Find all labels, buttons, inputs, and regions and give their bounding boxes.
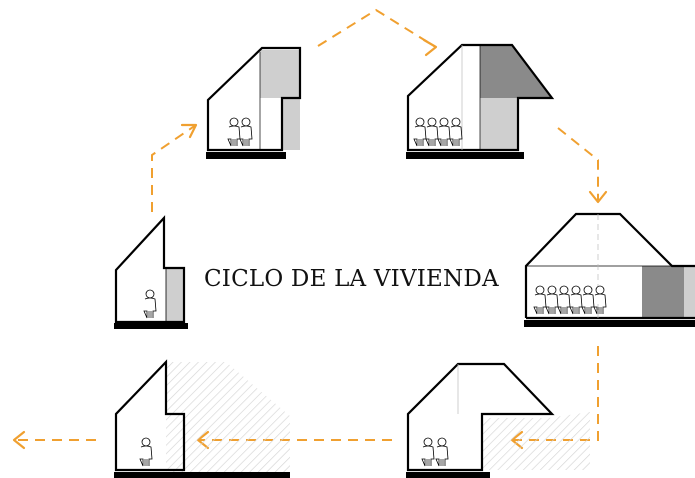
arrowhead-2 — [422, 38, 438, 57]
occupant — [143, 289, 157, 319]
house-outline — [406, 43, 555, 152]
floor-slab — [206, 152, 286, 159]
module-light — [684, 266, 695, 318]
house-outline — [114, 215, 186, 324]
occupant — [239, 117, 253, 147]
occupant — [545, 285, 559, 315]
arrowhead-1 — [180, 123, 198, 139]
occupant — [557, 285, 571, 315]
hatched-area — [482, 412, 590, 470]
module-dark — [642, 266, 684, 318]
house-stage-3 — [406, 43, 555, 159]
arrowhead-3 — [588, 190, 608, 204]
floor-slab — [114, 323, 188, 329]
house-stage-5 — [406, 362, 590, 478]
house-stage-2 — [206, 46, 302, 159]
occupant — [533, 285, 547, 315]
diagram-title: CICLO DE LA VIVIENDA — [204, 266, 499, 292]
module-light — [166, 268, 184, 322]
module-light — [480, 98, 518, 150]
occupant — [449, 117, 463, 147]
arrow-stage3-to-stage4 — [557, 127, 599, 200]
floor-slab — [406, 152, 524, 159]
arrow-stage1-to-stage2 — [151, 124, 197, 212]
occupant — [425, 117, 439, 147]
arrowhead-6 — [12, 430, 26, 450]
arrow-stage2-to-stage3 — [317, 8, 435, 47]
house-outline — [114, 359, 186, 472]
occupant — [421, 437, 435, 467]
module-dark-roof — [480, 45, 552, 98]
occupant — [581, 285, 595, 315]
house-stage-4 — [524, 212, 695, 327]
floor-slab — [524, 320, 695, 327]
occupant — [227, 117, 241, 147]
occupant — [413, 117, 427, 147]
occupant — [569, 285, 583, 315]
house-stage-1 — [114, 215, 188, 329]
arrow-stage4-to-stage5 — [512, 346, 599, 441]
house-outline — [406, 362, 555, 472]
house-outline — [206, 46, 302, 152]
hatched-area — [166, 362, 290, 472]
floor-slab — [114, 472, 290, 478]
house-stage-6 — [114, 359, 290, 478]
floor-slab — [406, 472, 490, 478]
occupant — [593, 285, 607, 315]
occupant — [139, 437, 153, 467]
occupant — [437, 117, 451, 147]
occupant — [435, 437, 449, 467]
